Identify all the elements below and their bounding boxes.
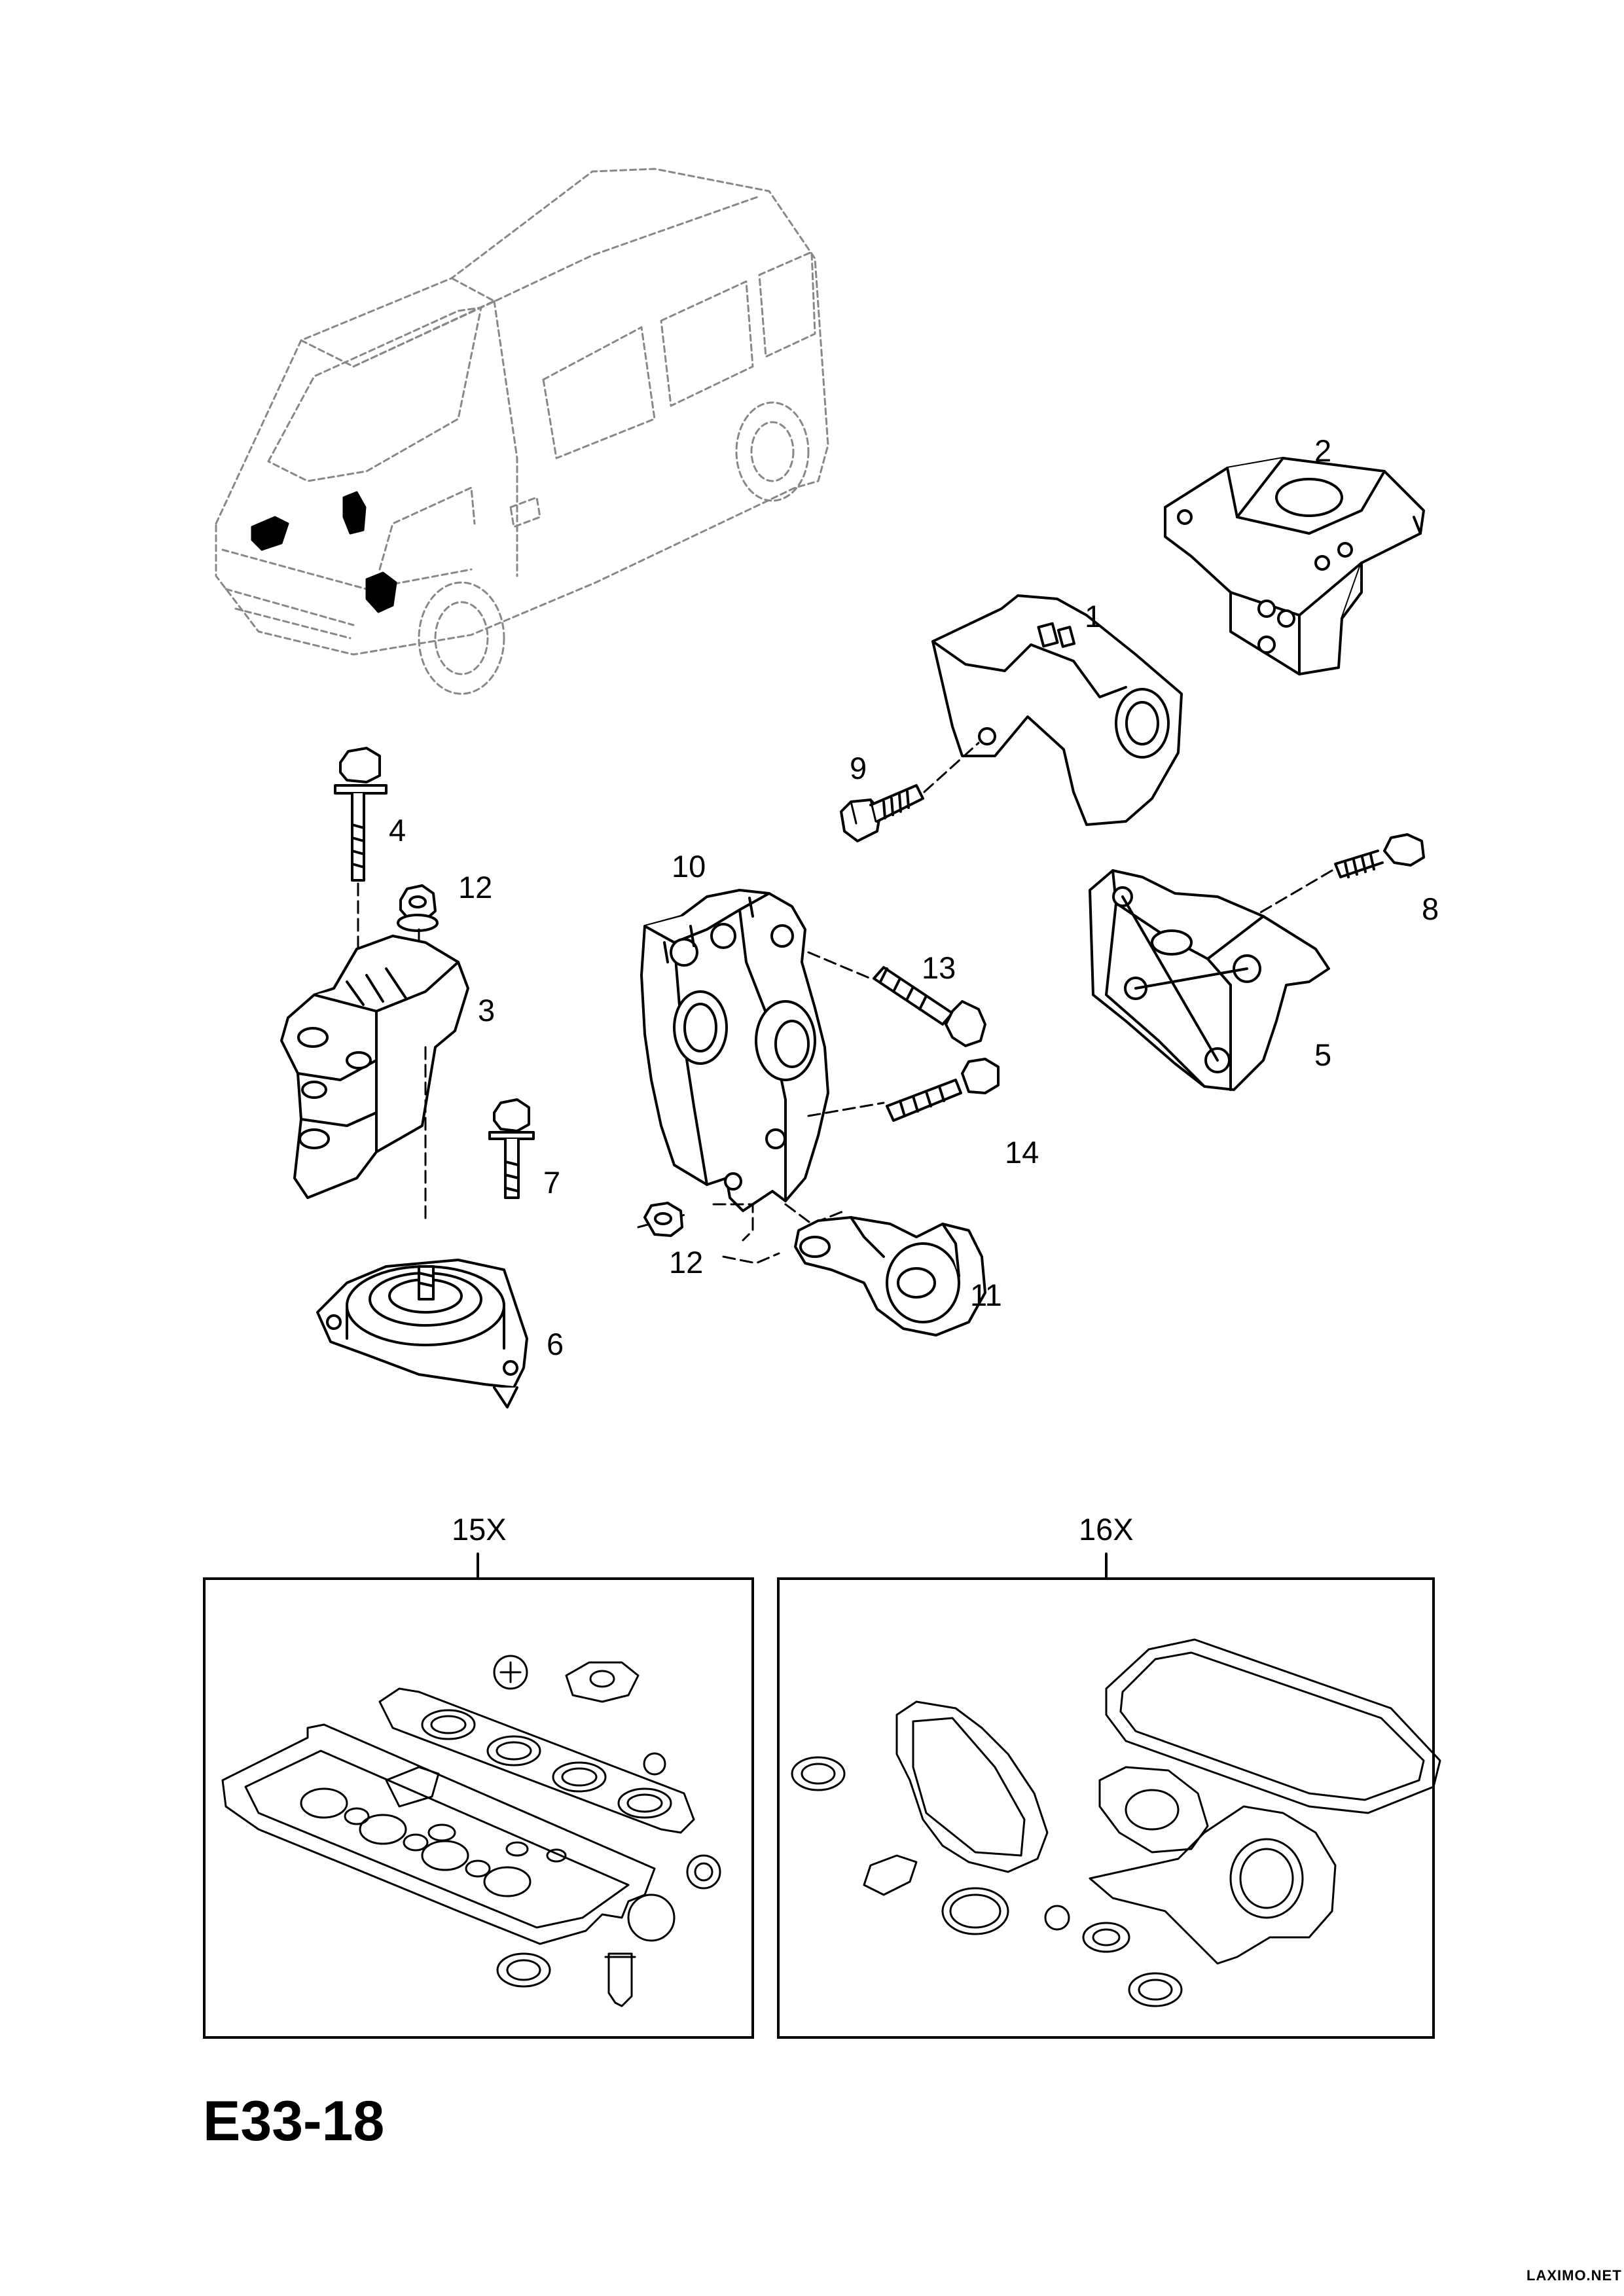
- callout-12-upper: 12: [458, 870, 493, 905]
- watermark: LAXIMO.NET: [1526, 2267, 1622, 2284]
- callout-3: 3: [478, 993, 496, 1028]
- part-2-bracket: [1164, 457, 1425, 675]
- kit-box-15x: [203, 1577, 754, 2039]
- van-mount-markers: [251, 491, 397, 613]
- kit-16x-gaskets: [791, 1638, 1441, 2007]
- part-7-bolt: [488, 1098, 535, 1199]
- callout-2: 2: [1314, 433, 1332, 468]
- part-14-leader: [807, 1102, 885, 1117]
- part-9-bolt: [840, 784, 924, 842]
- part-12-nut-lower: [643, 1202, 683, 1237]
- part-1-bracket: [931, 594, 1183, 826]
- diagram-id: E33-18: [203, 2090, 385, 2153]
- callout-6: 6: [547, 1327, 564, 1361]
- part-10-bracket: [640, 889, 829, 1212]
- part-12-nut-upper: [397, 884, 439, 932]
- kit-label-16x: 16X: [1079, 1512, 1134, 1547]
- callout-11: 11: [970, 1278, 1002, 1312]
- kit-label-15x: 15X: [452, 1512, 507, 1547]
- callout-14: 14: [1005, 1135, 1039, 1170]
- part-3-mount: [280, 935, 469, 1199]
- kit-box-16x: [777, 1577, 1435, 2039]
- callout-5: 5: [1314, 1037, 1332, 1072]
- callout-1: 1: [1085, 599, 1102, 634]
- part-5-plate: [1089, 869, 1330, 1091]
- part-11-mount: [794, 1216, 986, 1336]
- callout-9: 9: [850, 751, 867, 785]
- kit-15x-gaskets: [221, 1655, 721, 2007]
- part-9-leader: [923, 742, 980, 793]
- callout-13: 13: [922, 950, 956, 985]
- callout-12-lower: 12: [669, 1245, 704, 1280]
- part-13-bolt: [873, 966, 986, 1047]
- part-11-leader: [712, 1203, 846, 1265]
- callout-7: 7: [543, 1165, 561, 1200]
- callout-8: 8: [1422, 891, 1439, 926]
- part-13-leader: [807, 951, 872, 980]
- part-14-bolt: [886, 1058, 1000, 1122]
- part-8-bolt: [1334, 833, 1425, 878]
- callout-10: 10: [672, 849, 706, 884]
- van-illustration: [215, 168, 829, 695]
- part-4-bolt: [334, 747, 388, 882]
- callout-4: 4: [389, 813, 406, 848]
- part-6-mount: [316, 1259, 528, 1408]
